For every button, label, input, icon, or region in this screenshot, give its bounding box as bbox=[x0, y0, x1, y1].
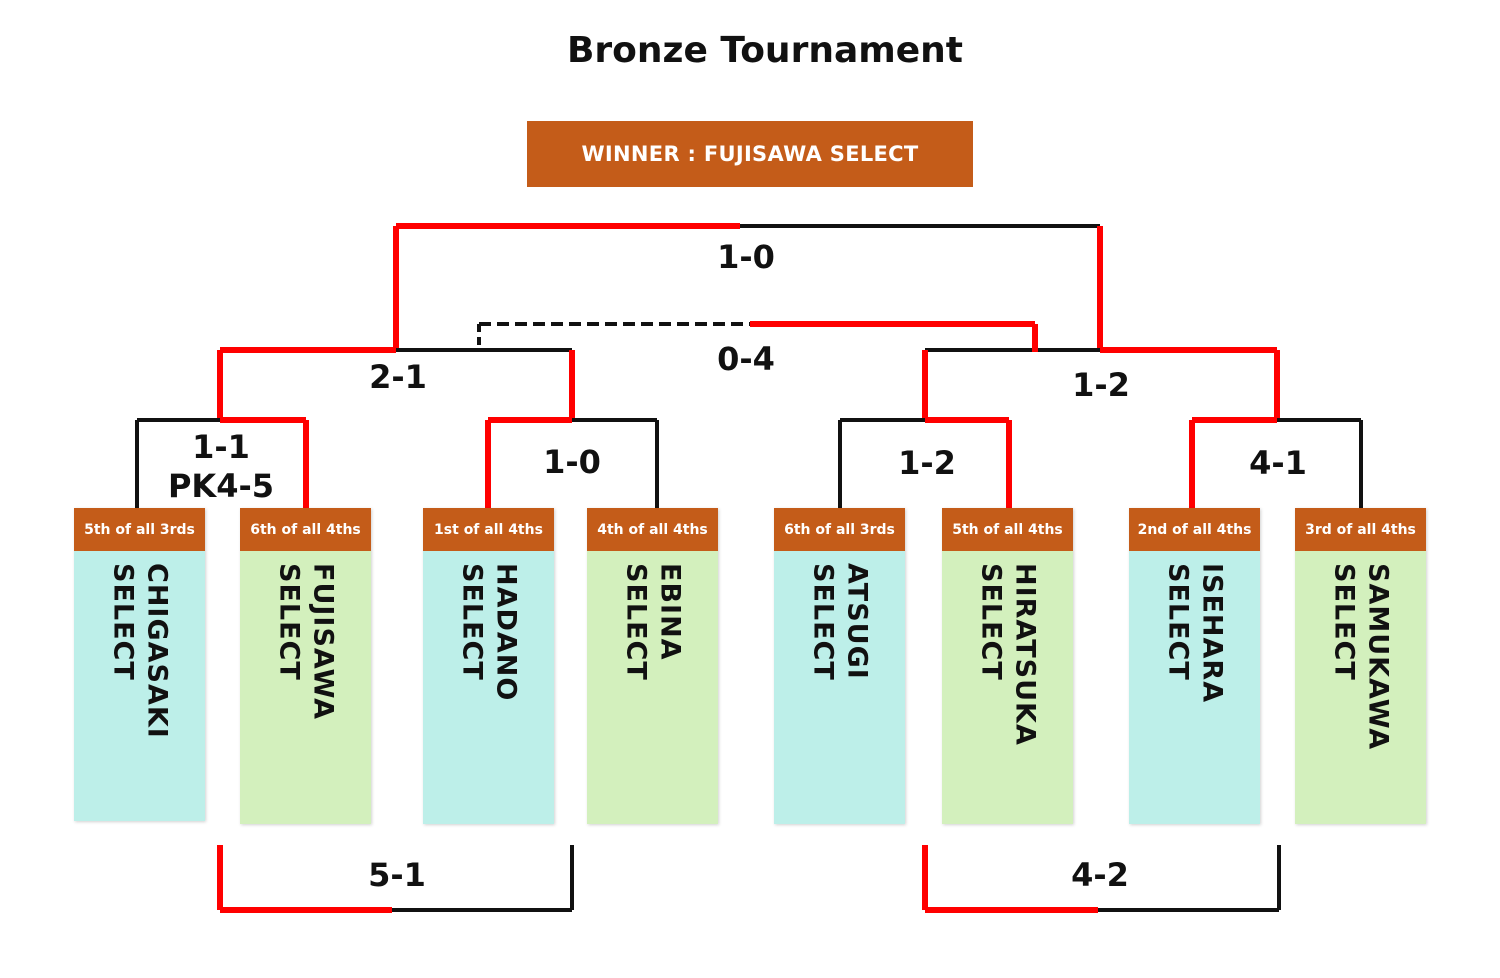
team-rank: 1st of all 4ths bbox=[423, 508, 554, 551]
team-name: HIRATSUKA SELECT bbox=[975, 563, 1041, 746]
team-name: CHIGASAKI SELECT bbox=[107, 563, 173, 739]
team-rank: 2nd of all 4ths bbox=[1129, 508, 1260, 551]
team-card-samukawa: 3rd of all 4ths SAMUKAWA SELECT bbox=[1295, 508, 1426, 824]
team-rank: 4th of all 4ths bbox=[587, 508, 718, 551]
score-r1-m3: 1-2 bbox=[898, 444, 956, 482]
team-rank: 6th of all 3rds bbox=[774, 508, 905, 551]
score-semi-left: 2-1 bbox=[369, 358, 427, 396]
score-r1-m1: 1-1 bbox=[192, 428, 250, 466]
team-name: ISEHARA SELECT bbox=[1162, 563, 1228, 704]
team-card-fujisawa: 6th of all 4ths FUJISAWA SELECT bbox=[240, 508, 371, 824]
team-rank: 5th of all 3rds bbox=[74, 508, 205, 551]
team-card-hiratsuka: 5th of all 4ths HIRATSUKA SELECT bbox=[942, 508, 1073, 824]
team-name: ATSUGI SELECT bbox=[807, 563, 873, 681]
team-rank: 6th of all 4ths bbox=[240, 508, 371, 551]
winner-banner: WINNER : FUJISAWA SELECT bbox=[527, 121, 973, 187]
team-card-isehara: 2nd of all 4ths ISEHARA SELECT bbox=[1129, 508, 1260, 824]
team-name: SAMUKAWA SELECT bbox=[1328, 563, 1394, 751]
score-r1-m4: 4-1 bbox=[1249, 444, 1307, 482]
team-rank: 3rd of all 4ths bbox=[1295, 508, 1426, 551]
page-title: Bronze Tournament bbox=[566, 30, 964, 71]
score-extra-bottom-left: 5-1 bbox=[368, 856, 426, 894]
score-r1-m1-pk: PK4-5 bbox=[167, 467, 275, 505]
team-card-hadano: 1st of all 4ths HADANO SELECT bbox=[423, 508, 554, 824]
team-card-atsugi: 6th of all 3rds ATSUGI SELECT bbox=[774, 508, 905, 824]
score-r1-m2: 1-0 bbox=[543, 443, 601, 481]
score-extra-top: 0-4 bbox=[717, 340, 775, 378]
team-card-chigasaki: 5th of all 3rds CHIGASAKI SELECT bbox=[74, 508, 205, 821]
score-semi-right: 1-2 bbox=[1072, 366, 1130, 404]
team-rank: 5th of all 4ths bbox=[942, 508, 1073, 551]
team-name: FUJISAWA SELECT bbox=[273, 563, 339, 721]
score-extra-bottom-right: 4-2 bbox=[1071, 856, 1129, 894]
team-name: EBINA SELECT bbox=[620, 563, 686, 681]
score-final: 1-0 bbox=[717, 238, 775, 276]
team-name: HADANO SELECT bbox=[456, 563, 522, 702]
team-card-ebina: 4th of all 4ths EBINA SELECT bbox=[587, 508, 718, 824]
